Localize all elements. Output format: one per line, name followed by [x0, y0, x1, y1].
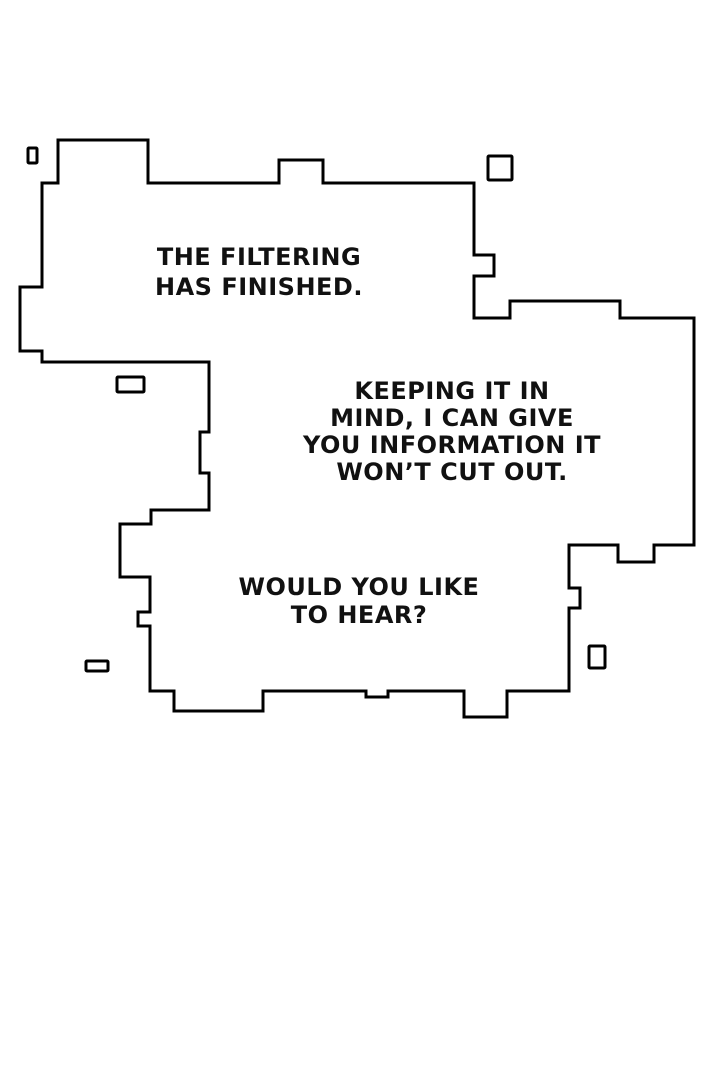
- dialogue-line: TO HEAR?: [290, 601, 428, 629]
- dialogue-line: WOULD YOU LIKE: [238, 573, 480, 601]
- dialogue-line: MIND, I CAN GIVE: [330, 404, 574, 432]
- debris-square-bottom-right: [587, 644, 607, 670]
- debris-square-bottom-left: [84, 659, 110, 673]
- debris-square-top-right: [486, 154, 514, 182]
- debris-square-left: [115, 375, 146, 394]
- speech-bubble-outline: [18, 138, 696, 719]
- dialogue-line: YOU INFORMATION IT: [302, 431, 602, 459]
- dialogue-line: KEEPING IT IN: [354, 377, 550, 405]
- dialogue-line: HAS FINISHED.: [155, 273, 363, 301]
- dialogue-line: THE FILTERING: [156, 243, 362, 271]
- dialogue-line: WON’T CUT OUT.: [336, 458, 568, 486]
- debris-square-top-left: [26, 146, 39, 165]
